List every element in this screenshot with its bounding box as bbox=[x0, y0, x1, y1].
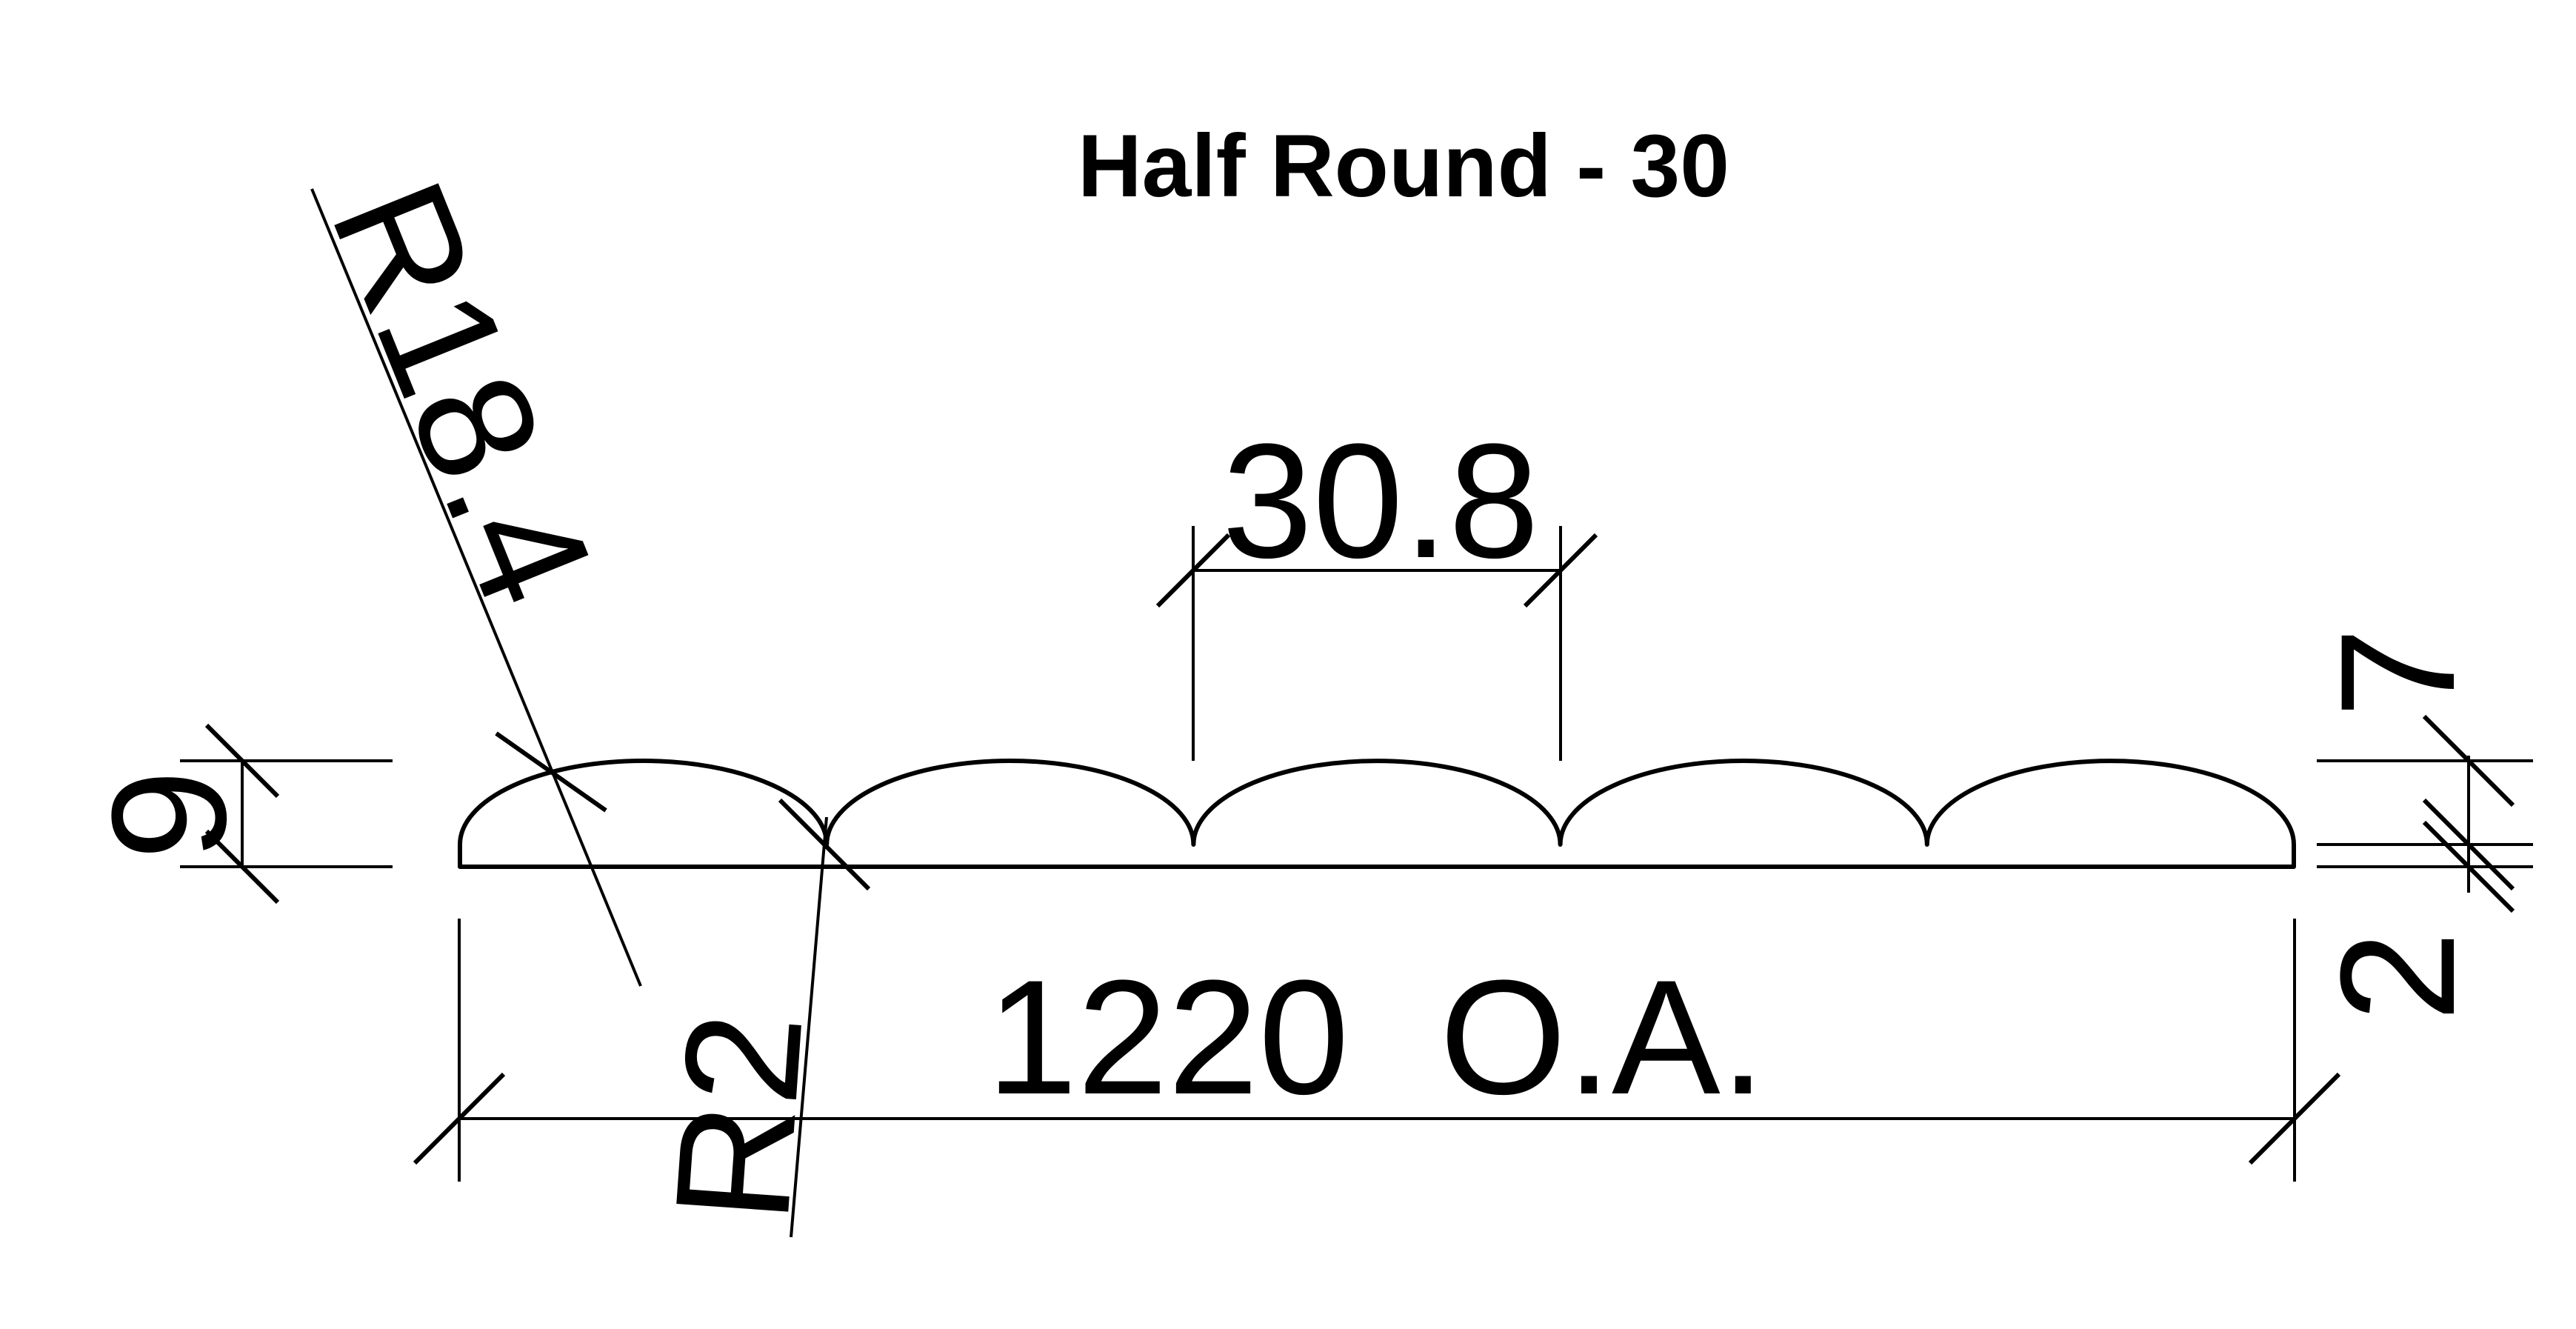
valley-radius-value: R2 bbox=[640, 1007, 836, 1228]
dim-overall-tick-right bbox=[2248, 1072, 2341, 1165]
drawing-title: Half Round - 30 bbox=[1078, 116, 1729, 216]
dim-right-tick-bottom bbox=[2422, 820, 2515, 913]
leader-valley-radius-line bbox=[790, 816, 828, 1238]
leader-crown-radius-tick bbox=[495, 731, 607, 813]
dim-pitch-tick-left bbox=[1155, 533, 1231, 608]
dim-base-thickness-value: 2 bbox=[2306, 931, 2489, 1022]
dim-right-heights: 7 2 bbox=[2306, 627, 2533, 1022]
leader-crown-radius-line bbox=[310, 188, 642, 987]
dim-overall-length: 1220 O.A. bbox=[413, 919, 2341, 1182]
dim-pitch-tick-right bbox=[1523, 533, 1598, 608]
leader-valley-radius-tick bbox=[778, 798, 871, 891]
dim-overall-tick-left bbox=[413, 1072, 506, 1165]
dim-total-height-tick-bottom bbox=[204, 829, 280, 905]
dim-total-height: 9 bbox=[78, 723, 393, 905]
dim-scallop-height-value: 7 bbox=[2306, 627, 2489, 718]
dim-right-tick-top bbox=[2422, 714, 2515, 807]
dim-pitch-value: 30.8 bbox=[1222, 410, 1539, 592]
profile-outline bbox=[458, 759, 2296, 869]
dim-right-tick-middle bbox=[2422, 798, 2515, 891]
dim-total-height-value: 9 bbox=[78, 770, 260, 860]
leader-valley-radius: R2 bbox=[640, 798, 871, 1238]
dim-scallop-pitch: 30.8 bbox=[1155, 410, 1598, 761]
dim-overall-value: 1220 O.A. bbox=[987, 946, 1766, 1128]
dim-total-height-tick-top bbox=[204, 723, 280, 799]
